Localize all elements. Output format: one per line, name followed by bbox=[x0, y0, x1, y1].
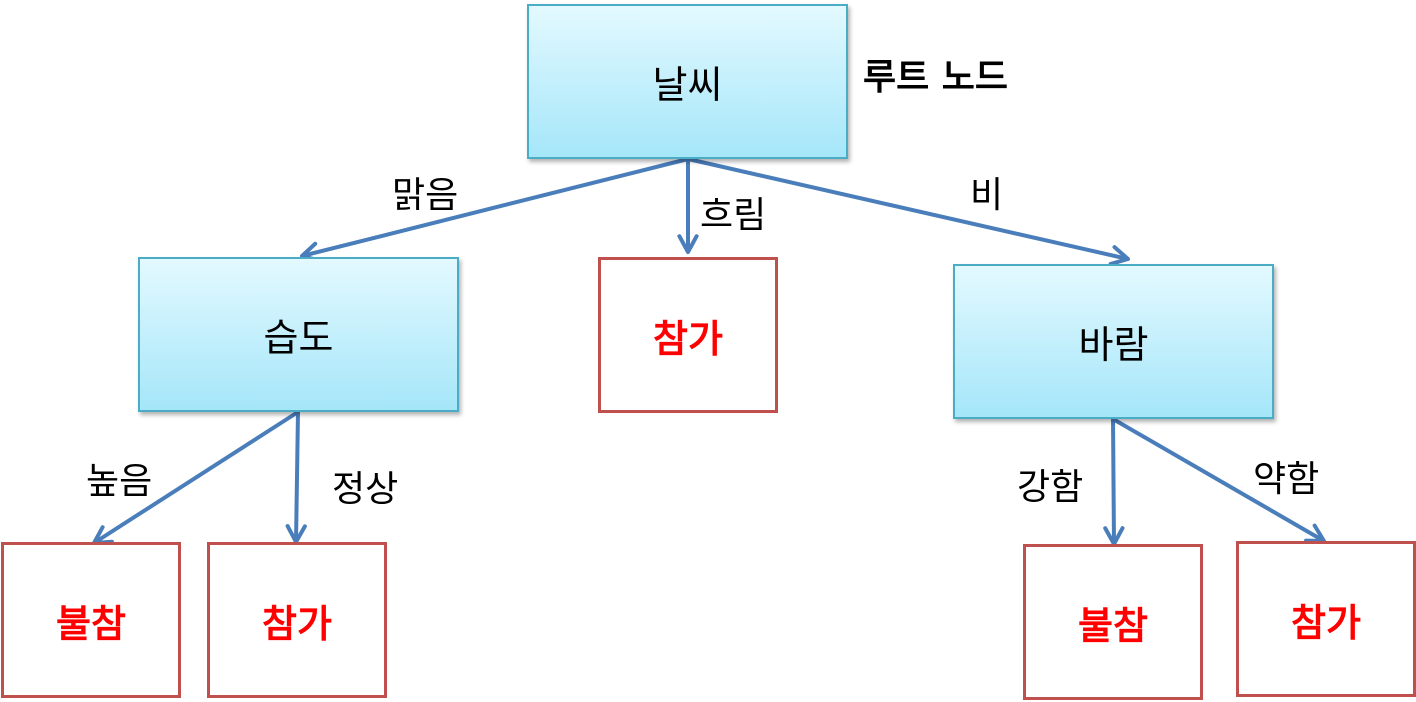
edge-label-cloudy: 흐림 bbox=[700, 195, 767, 236]
leaf-cloudy: 참가 bbox=[598, 257, 778, 413]
edge-label-strong: 강함 bbox=[1017, 467, 1084, 508]
node-weather: 날씨 bbox=[527, 4, 848, 159]
node-humidity-text: 습도 bbox=[263, 316, 334, 360]
edge-rain bbox=[687, 157, 1129, 261]
leaf-high: 불참 bbox=[1, 542, 181, 698]
leaf-high-text: 불참 bbox=[56, 601, 126, 646]
root-node-label: 루트 노드 bbox=[863, 57, 1009, 98]
edge-label-high: 높음 bbox=[86, 461, 153, 502]
edge-sunny bbox=[301, 157, 689, 258]
node-wind-text: 바람 bbox=[1078, 323, 1149, 367]
edge-cloudy-arrowhead bbox=[677, 234, 699, 254]
edge-label-rain: 비 bbox=[970, 175, 1004, 216]
leaf-normal-text: 참가 bbox=[262, 601, 332, 646]
edge-strong bbox=[1111, 418, 1116, 545]
node-weather-text: 날씨 bbox=[652, 63, 723, 107]
leaf-strong: 불참 bbox=[1023, 544, 1203, 700]
edge-label-weak: 약함 bbox=[1253, 459, 1320, 500]
leaf-cloudy-text: 참가 bbox=[653, 316, 723, 361]
node-humidity: 습도 bbox=[138, 257, 459, 412]
edge-label-normal: 정상 bbox=[332, 469, 399, 510]
edge-label-sunny: 맑음 bbox=[392, 175, 459, 216]
leaf-weak-text: 참가 bbox=[1291, 600, 1361, 645]
edge-normal bbox=[294, 411, 300, 543]
leaf-weak: 참가 bbox=[1236, 541, 1416, 697]
edge-weak bbox=[1111, 417, 1326, 543]
node-wind: 바람 bbox=[953, 264, 1274, 419]
edge-high bbox=[92, 410, 300, 545]
leaf-strong-text: 불참 bbox=[1078, 603, 1148, 648]
edge-rain-arrowhead bbox=[1108, 245, 1130, 266]
leaf-normal: 참가 bbox=[207, 542, 387, 698]
